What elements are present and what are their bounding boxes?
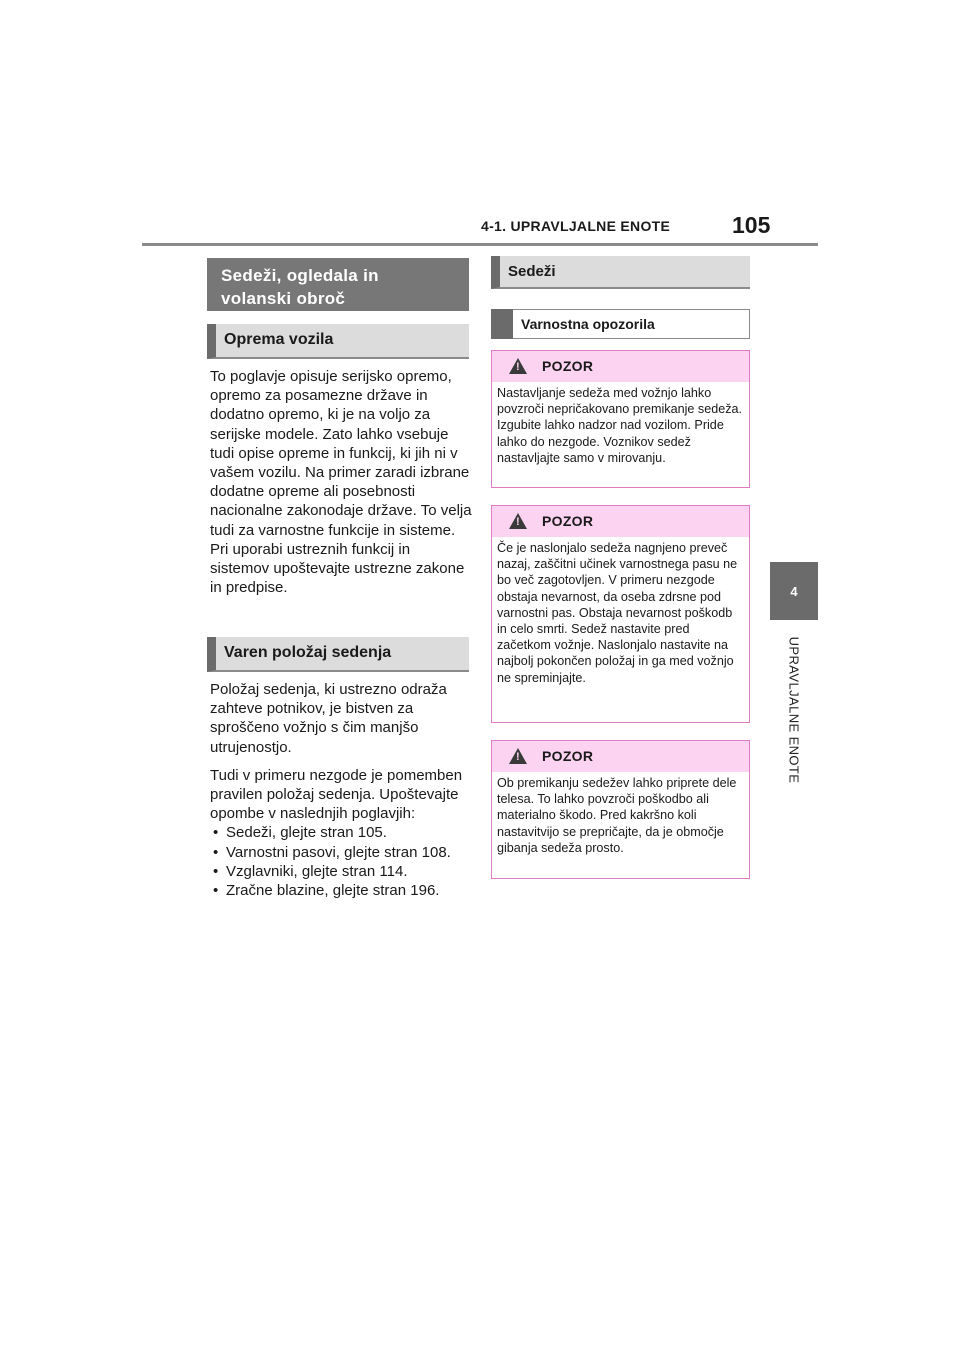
list-item: Vzglavniki, glejte stran 114.	[210, 862, 472, 881]
warning-box: POZOR Nastavljanje sedeža med vožnjo lah…	[491, 350, 750, 488]
list-item: Zračne blazine, glejte stran 196.	[210, 881, 472, 900]
page-number: 105	[732, 212, 771, 238]
warning-triangle-icon	[509, 748, 527, 764]
warning-box: POZOR Če je naslonjalo sedeža nagnjeno p…	[491, 505, 750, 723]
subheading-varen-polozaj: Varen položaj sedenja	[207, 637, 469, 672]
heading-marker	[491, 309, 513, 339]
warning-header: POZOR	[492, 351, 749, 382]
main-heading-line2: volanski obroč	[221, 289, 346, 308]
subheading-sedezi: Sedeži	[491, 256, 750, 289]
warning-title: POZOR	[542, 358, 594, 374]
warning-header: POZOR	[492, 741, 749, 772]
warning-text: Če je naslonjalo sedeža nagnjeno preveč …	[497, 541, 738, 685]
safety-notes-title: Varnostna opozorila	[521, 316, 655, 332]
reference-list: Sedeži, glejte stran 105. Varnostni paso…	[210, 823, 472, 900]
safety-notes-heading: Varnostna opozorila	[491, 309, 750, 339]
chapter-tab: 4	[770, 562, 818, 620]
accident-paragraph: Tudi v primeru nezgode je pomemben pravi…	[210, 766, 463, 823]
seating-section: Položaj sedenja, ki ustrezno odraža zaht…	[210, 680, 472, 900]
intro-paragraph: To poglavje opisuje serijsko opremo, opr…	[210, 367, 472, 597]
warning-triangle-icon	[509, 358, 527, 374]
warning-header: POZOR	[492, 506, 749, 537]
warning-title: POZOR	[542, 513, 594, 529]
warning-box: POZOR Ob premikanju sedežev lahko pripre…	[491, 740, 750, 879]
section-title: 4-1. UPRAVLJALNE ENOTE	[481, 218, 671, 234]
list-item: Sedeži, glejte stran 105.	[210, 823, 472, 842]
intro-text: To poglavje opisuje serijsko opremo, opr…	[210, 368, 472, 597]
warning-text: Nastavljanje sedeža med vožnjo lahko pov…	[497, 386, 743, 465]
list-item: Varnostni pasovi, glejte stran 108.	[210, 843, 472, 862]
header-divider	[142, 243, 818, 246]
main-heading-line1: Sedeži, ogledala in	[221, 266, 379, 285]
seating-paragraph: Položaj sedenja, ki ustrezno odraža zaht…	[210, 681, 447, 756]
warning-triangle-icon	[509, 513, 527, 529]
warning-title: POZOR	[542, 748, 594, 764]
main-heading: Sedeži, ogledala in volanski obroč	[207, 258, 469, 311]
chapter-tab-label: UPRAVLJALNE ENOTE	[786, 636, 802, 784]
warning-text: Ob premikanju sedežev lahko priprete del…	[497, 776, 737, 855]
subheading-oprema-vozila: Oprema vozila	[207, 324, 469, 359]
